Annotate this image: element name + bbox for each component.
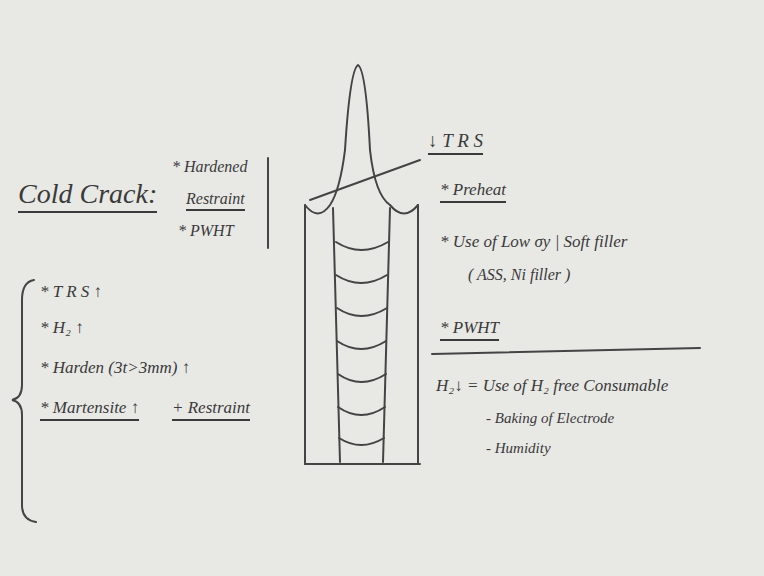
remedy-item: * PWHT bbox=[440, 318, 499, 341]
remedy-item: * Preheat bbox=[440, 180, 506, 203]
note: Restraint bbox=[186, 190, 245, 211]
divider-line bbox=[267, 158, 269, 248]
cause-item: * Martensite ↑ bbox=[40, 398, 139, 421]
groove-wall bbox=[333, 208, 340, 462]
weld-cap bbox=[305, 65, 418, 214]
plate-edge bbox=[304, 205, 306, 464]
groove-wall bbox=[383, 208, 390, 462]
cause-item: * Harden (3t>3mm) ↑ bbox=[40, 358, 190, 378]
heading: Cold Crack: bbox=[18, 178, 157, 213]
remedy-item: H₂↓ = Use of H₂ free Consumable bbox=[436, 376, 668, 396]
brace bbox=[12, 280, 36, 522]
remedy-item: - Baking of Electrode bbox=[486, 410, 614, 427]
plate-edge bbox=[417, 205, 419, 464]
weld-passes bbox=[336, 242, 388, 445]
leader-line bbox=[310, 160, 420, 200]
remedy-item: ( ASS, Ni filler ) bbox=[468, 266, 570, 284]
cause-item: + Restraint bbox=[172, 398, 250, 421]
note: * Hardened bbox=[172, 158, 247, 176]
cause-item: * T R S ↑ bbox=[40, 282, 102, 302]
remedy-item: * Use of Low σy | Soft filler bbox=[440, 232, 627, 252]
remedy-heading: ↓ T R S bbox=[428, 130, 483, 155]
plate-bottom bbox=[305, 463, 420, 465]
note: * PWHT bbox=[178, 222, 234, 240]
cause-item: * H₂ ↑ bbox=[40, 318, 84, 338]
remedy-item: - Humidity bbox=[486, 440, 551, 457]
rule-line bbox=[432, 348, 700, 354]
